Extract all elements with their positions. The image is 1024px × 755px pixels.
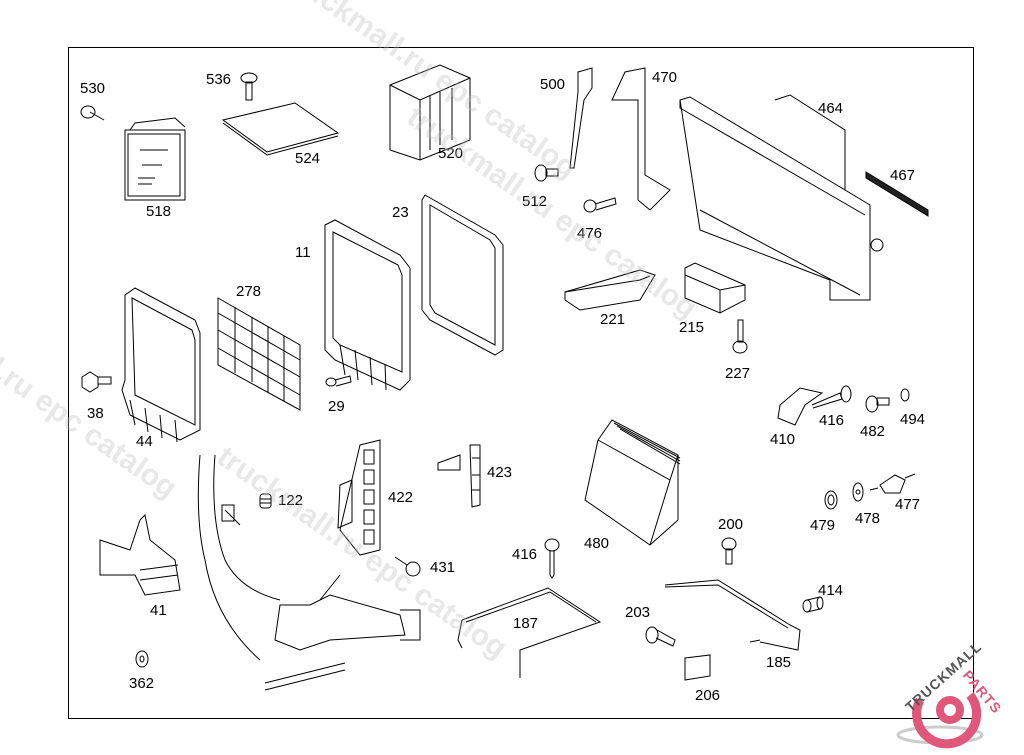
part-label-524[interactable]: 524 <box>295 150 321 167</box>
part-label-221[interactable]: 221 <box>600 311 626 328</box>
part-512-drawing[interactable] <box>534 164 559 182</box>
part-416b-drawing[interactable] <box>544 538 560 579</box>
part-label-416b[interactable]: 416 <box>512 546 538 563</box>
part-467-drawing[interactable] <box>865 171 929 217</box>
gear-icon <box>896 692 984 749</box>
part-label-41[interactable]: 41 <box>150 602 167 619</box>
part-479-drawing[interactable] <box>824 490 838 510</box>
part-label-480[interactable]: 480 <box>584 535 610 552</box>
part-label-431[interactable]: 431 <box>430 559 456 576</box>
part-label-518[interactable]: 518 <box>146 203 172 220</box>
part-label-494[interactable]: 494 <box>900 411 926 428</box>
part-38-drawing[interactable] <box>81 371 112 393</box>
part-278-drawing[interactable] <box>217 297 301 411</box>
part-label-482[interactable]: 482 <box>860 423 886 440</box>
part-362-drawing[interactable] <box>135 650 149 668</box>
part-41-drawing[interactable] <box>99 513 181 596</box>
part-500-drawing[interactable] <box>569 67 593 169</box>
part-206-drawing[interactable] <box>684 654 711 681</box>
part-label-422[interactable]: 422 <box>388 489 414 506</box>
part-227-drawing[interactable] <box>732 319 748 354</box>
part-414-drawing[interactable] <box>802 596 824 613</box>
part-label-278[interactable]: 278 <box>236 283 262 300</box>
part-label-423[interactable]: 423 <box>487 464 513 481</box>
part-44-drawing[interactable] <box>121 287 201 443</box>
part-label-200[interactable]: 200 <box>718 516 744 533</box>
part-410-drawing[interactable] <box>777 387 824 426</box>
part-215-drawing[interactable] <box>684 262 746 314</box>
part-label-464[interactable]: 464 <box>818 100 844 117</box>
part-416a-drawing[interactable] <box>811 385 852 409</box>
part-476-drawing[interactable] <box>583 197 617 213</box>
part-480-drawing[interactable] <box>584 419 681 546</box>
part-494-drawing[interactable] <box>900 388 910 402</box>
part-label-478[interactable]: 478 <box>855 510 881 527</box>
part-label-477[interactable]: 477 <box>895 496 921 513</box>
part-label-530[interactable]: 530 <box>80 80 106 97</box>
part-label-227[interactable]: 227 <box>725 365 751 382</box>
part-label-416a[interactable]: 416 <box>819 412 845 429</box>
part-label-479[interactable]: 479 <box>810 517 836 534</box>
part-520-drawing[interactable] <box>389 64 471 161</box>
truckmall-parts-logo: TRUCKMALL PARTS <box>880 638 1024 750</box>
part-536-drawing[interactable] <box>240 72 258 101</box>
part-label-206[interactable]: 206 <box>695 687 721 704</box>
part-label-410[interactable]: 410 <box>770 431 796 448</box>
part-label-23[interactable]: 23 <box>392 204 409 221</box>
part-530-drawing[interactable] <box>80 105 105 121</box>
part-477-drawing[interactable] <box>869 473 916 494</box>
part-label-467[interactable]: 467 <box>890 167 916 184</box>
part-23-drawing[interactable] <box>421 194 504 356</box>
part-label-29[interactable]: 29 <box>328 398 345 415</box>
part-label-215[interactable]: 215 <box>679 319 705 336</box>
part-29-drawing[interactable] <box>325 375 352 387</box>
part-221-drawing[interactable] <box>564 269 656 311</box>
part-label-38[interactable]: 38 <box>87 405 104 422</box>
part-label-185[interactable]: 185 <box>766 654 792 671</box>
part-422-drawing[interactable] <box>337 439 381 556</box>
part-label-520[interactable]: 520 <box>438 145 464 162</box>
wiring-harness-drawing[interactable] <box>197 454 421 691</box>
part-label-187[interactable]: 187 <box>513 615 539 632</box>
part-185-drawing[interactable] <box>664 579 801 651</box>
part-label-44[interactable]: 44 <box>136 433 153 450</box>
part-label-203[interactable]: 203 <box>625 604 651 621</box>
part-label-122[interactable]: 122 <box>278 492 304 509</box>
part-label-512[interactable]: 512 <box>522 193 548 210</box>
part-423-drawing[interactable] <box>437 444 481 508</box>
part-label-470[interactable]: 470 <box>652 69 678 86</box>
part-122-drawing[interactable] <box>259 493 272 509</box>
part-482-drawing[interactable] <box>865 395 890 413</box>
part-label-536[interactable]: 536 <box>206 71 232 88</box>
part-label-500[interactable]: 500 <box>540 76 566 93</box>
part-187-drawing[interactable] <box>457 587 602 678</box>
part-label-362[interactable]: 362 <box>129 675 155 692</box>
part-11-drawing[interactable] <box>324 219 411 391</box>
diagram-frame <box>68 47 974 719</box>
part-200-drawing[interactable] <box>721 537 737 565</box>
part-203-drawing[interactable] <box>645 626 676 647</box>
part-431-drawing[interactable] <box>394 556 421 577</box>
part-464-drawing[interactable] <box>679 94 884 301</box>
part-label-476[interactable]: 476 <box>577 225 603 242</box>
part-label-414[interactable]: 414 <box>818 582 844 599</box>
part-478-drawing[interactable] <box>852 482 864 502</box>
part-label-11[interactable]: 11 <box>295 244 311 261</box>
part-470-drawing[interactable] <box>611 67 671 211</box>
part-518-drawing[interactable] <box>124 117 186 201</box>
part-524-drawing[interactable] <box>221 102 340 156</box>
